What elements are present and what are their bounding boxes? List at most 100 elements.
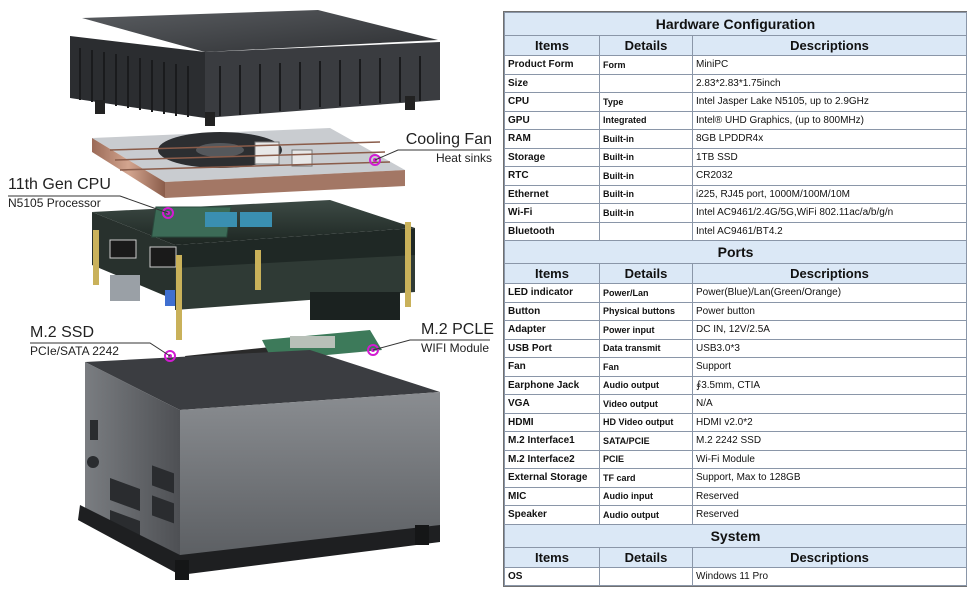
cell-description: Support xyxy=(691,357,968,377)
cell-description: ∮3.5mm, CTIA xyxy=(691,375,968,395)
product-exploded-illustration: Cooling Fan Heat sinks 11th Gen CPU N510… xyxy=(8,10,494,580)
callout-cpu: 11th Gen CPU N5105 Processor xyxy=(8,176,111,210)
cell-description: Intel® UHD Graphics, (up to 800MHz) xyxy=(691,110,968,130)
column-header: Descriptions xyxy=(691,546,968,568)
callout-cooling-fan-subtitle: Heat sinks xyxy=(435,151,492,165)
cell-description: Reserved xyxy=(691,505,968,525)
cell-item: CPU xyxy=(504,92,600,112)
cell-item: Speaker xyxy=(504,505,600,525)
cell-item: LED indicator xyxy=(504,283,600,303)
cell-item: GPU xyxy=(504,110,600,130)
cell-detail: Power/Lan xyxy=(599,283,693,303)
cell-item: MIC xyxy=(504,486,600,506)
cell-item: External Storage xyxy=(504,468,600,488)
cell-item: Ethernet xyxy=(504,184,600,204)
cell-item: HDMI xyxy=(504,412,600,432)
cell-description: 2.83*2.83*1.75inch xyxy=(691,73,968,93)
cell-item: Fan xyxy=(504,357,600,377)
column-header: Items xyxy=(504,263,600,284)
callout-cpu-subtitle: N5105 Processor xyxy=(8,196,101,210)
cell-detail: Data transmit xyxy=(599,338,693,358)
cell-detail: HD Video output xyxy=(599,412,693,432)
cell-detail: Type xyxy=(599,92,693,112)
cell-description: MiniPC xyxy=(691,55,968,75)
section-title-row: Ports xyxy=(503,240,968,264)
callout-leader-lines xyxy=(8,149,490,357)
column-header: Items xyxy=(504,546,600,568)
cell-item: USB Port xyxy=(504,338,600,358)
callout-ssd: M.2 SSD PCIe/SATA 2242 xyxy=(30,325,119,358)
cell-description: i225, RJ45 port, 1000M/100M/10M xyxy=(691,184,968,204)
cell-item: VGA xyxy=(504,394,600,414)
cell-item: Earphone Jack xyxy=(504,375,600,395)
cell-detail: PCIE xyxy=(599,449,693,469)
cell-item: M.2 Interface1 xyxy=(504,431,600,451)
cooling-fan-heatsink xyxy=(92,128,405,198)
cell-description: Wi-Fi Module xyxy=(691,449,968,469)
cell-detail: Built-in xyxy=(599,166,693,186)
section-title: System xyxy=(503,523,968,548)
cell-detail: SATA/PCIE xyxy=(599,431,693,451)
cell-description: CR2032 xyxy=(691,166,968,186)
cell-item: Bluetooth xyxy=(504,221,600,241)
table-row: Bluetooth Intel AC9461/BT4.2 xyxy=(504,221,968,241)
cell-detail: Built-in xyxy=(599,129,693,149)
mainboard-stack xyxy=(92,200,415,340)
callout-cooling-fan: Cooling Fan Heat sinks xyxy=(400,132,492,165)
cell-description: Windows 11 Pro xyxy=(691,566,968,586)
callout-cpu-title: 11th Gen CPU xyxy=(8,176,111,193)
cell-detail: Power input xyxy=(599,320,693,340)
cell-description: Power(Blue)/Lan(Green/Orange) xyxy=(691,283,968,303)
cell-item: Product Form xyxy=(504,55,600,75)
cell-description: USB3.0*3 xyxy=(691,338,968,358)
cell-detail: TF card xyxy=(599,468,693,488)
cell-item: Button xyxy=(504,301,600,321)
cell-description: 1TB SSD xyxy=(691,147,968,167)
cell-description: Intel Jasper Lake N5105, up to 2.9GHz xyxy=(691,92,968,112)
cell-detail: Fan xyxy=(599,357,693,377)
cell-description: Reserved xyxy=(691,486,968,506)
section-title: Ports xyxy=(503,240,968,264)
column-header: Descriptions xyxy=(691,35,968,56)
cell-item: Storage xyxy=(504,147,600,167)
mini-pc-case xyxy=(78,350,440,580)
column-header: Details xyxy=(599,35,693,56)
section-title: Hardware Configuration xyxy=(503,12,968,36)
cell-description: Power button xyxy=(691,301,968,321)
cell-description: Intel AC9461/BT4.2 xyxy=(691,221,968,241)
callout-pcle-subtitle: WIFI Module xyxy=(421,341,490,355)
cell-description: HDMI v2.0*2 xyxy=(691,412,968,432)
cell-item: M.2 Interface2 xyxy=(504,449,600,469)
callout-ssd-subtitle: PCIe/SATA 2242 xyxy=(30,344,119,358)
column-header: Details xyxy=(599,546,693,568)
cell-detail: Built-in xyxy=(599,184,693,204)
cell-item: Wi-Fi xyxy=(504,203,600,223)
exploded-view-graphic xyxy=(8,10,490,580)
section-title-row: Hardware Configuration xyxy=(503,12,968,36)
cell-detail: Audio input xyxy=(599,486,693,506)
cell-description: Intel AC9461/2.4G/5G,WiFi 802.11ac/a/b/g… xyxy=(691,203,968,223)
cell-description: Support, Max to 128GB xyxy=(691,468,968,488)
